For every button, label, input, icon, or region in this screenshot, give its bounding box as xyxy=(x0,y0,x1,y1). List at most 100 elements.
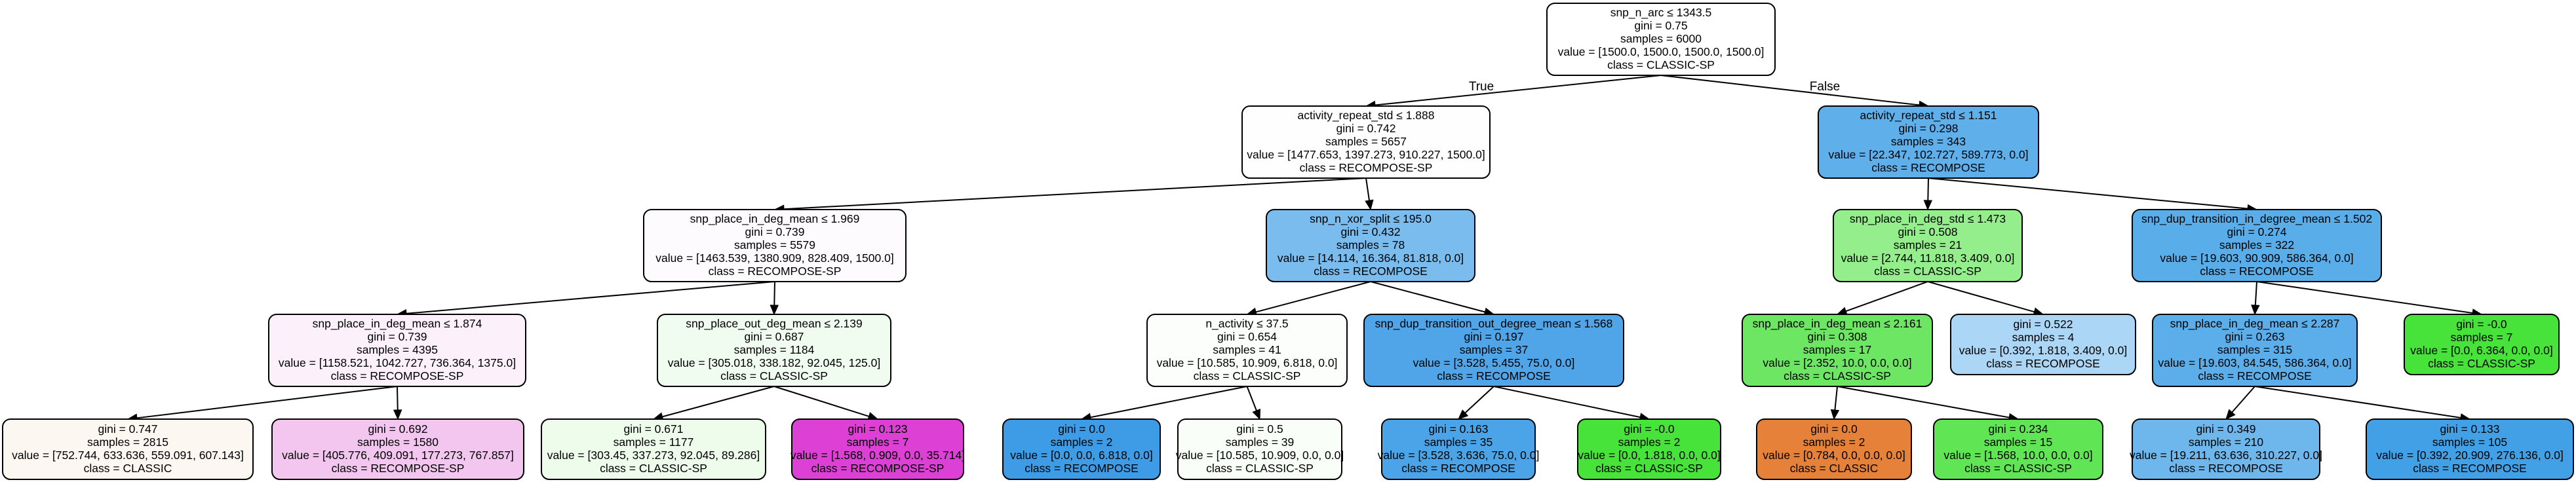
node-text-line: class = RECOMPOSE xyxy=(1025,462,1139,475)
tree-edge-n3-n4 xyxy=(127,386,398,422)
node-text-line: samples = 2 xyxy=(1803,436,1865,449)
node-text-line: value = [1500.0, 1500.0, 1500.0, 1500.0] xyxy=(1558,45,1765,58)
tree-edge-n3-n5 xyxy=(393,386,402,420)
node-text-line: activity_repeat_std ≤ 1.888 xyxy=(1297,109,1434,122)
node-text-line: value = [19.603, 90.909, 586.364, 0.0] xyxy=(2160,251,2353,265)
arrowhead-icon xyxy=(1830,409,1840,420)
node-text-line: samples = 6000 xyxy=(1620,32,1702,45)
node-text-line: samples = 21 xyxy=(1894,238,1962,251)
edge-line xyxy=(1370,281,1485,313)
node-box xyxy=(1933,418,2103,480)
tree-edge-n18-n19 xyxy=(1830,386,1840,420)
node-text-line: class = RECOMPOSE-SP xyxy=(332,462,465,475)
node-text-line: gini = 0.692 xyxy=(368,422,428,436)
edge-line xyxy=(136,386,398,419)
node-box xyxy=(2,418,254,480)
edge-line xyxy=(2254,281,2257,306)
node-text-line: gini = 0.263 xyxy=(2225,330,2285,343)
node-text-line: samples = 343 xyxy=(1891,135,1966,148)
node-text-line: gini = 0.432 xyxy=(1341,225,1401,238)
tree-edge-n13-n14 xyxy=(1458,386,1494,420)
node-text-line: class = CLASSIC-SP xyxy=(1194,369,1301,382)
node-text-line: samples = 7 xyxy=(2451,331,2513,344)
node-text-line: n_activity ≤ 37.5 xyxy=(1205,317,1288,331)
node-text-line: gini = 0.671 xyxy=(624,422,684,436)
edge-line xyxy=(1660,75,1920,106)
arrowhead-icon xyxy=(1365,199,1374,211)
node-text-line: value = [0.0, 1.818, 0.0, 0.0] xyxy=(1578,449,1720,462)
tree-edge-n6-n7 xyxy=(652,386,775,421)
node-box xyxy=(271,418,524,480)
node-text-line: gini = -0.0 xyxy=(2456,318,2507,331)
node-text-line: gini = 0.308 xyxy=(1808,330,1867,343)
edge-line xyxy=(773,281,775,306)
node-text-line: class = CLASSIC xyxy=(1790,462,1879,475)
tree-edge-n9-n10 xyxy=(1246,281,1371,316)
tree-edge-n6-n8 xyxy=(773,386,879,421)
node-text-line: class = CLASSIC-SP xyxy=(1874,265,1981,278)
arrowhead-icon xyxy=(2225,409,2236,420)
node-text-line: gini = 0.197 xyxy=(1464,330,1524,343)
edge-line xyxy=(1837,386,2010,418)
node-text-line: value = [0.0, 6.364, 0.0, 0.0] xyxy=(2410,344,2552,357)
tree-node-n13: snp_dup_transition_out_degree_mean ≤ 1.5… xyxy=(1363,314,1624,387)
node-text-line: class = RECOMPOSE xyxy=(2413,462,2527,475)
node-box xyxy=(1742,314,1933,387)
node-box xyxy=(1241,105,1491,179)
node-text-line: samples = 1184 xyxy=(734,343,815,356)
node-text-line: samples = 4395 xyxy=(357,343,438,356)
tree-edge-n0-n1: True xyxy=(1365,75,1662,110)
edge-line xyxy=(2256,281,2473,314)
edge-line xyxy=(1928,177,2248,210)
node-text-line: class = RECOMPOSE xyxy=(1437,369,1551,382)
node-text-line: class = RECOMPOSE xyxy=(2200,265,2314,278)
node-box xyxy=(2366,418,2574,480)
node-text-line: value = [22.347, 102.727, 589.773, 0.0] xyxy=(1828,148,2028,161)
node-text-line: samples = 39 xyxy=(1226,436,1295,449)
node-text-line: samples = 315 xyxy=(2217,343,2292,356)
node-text-line: gini = 0.133 xyxy=(2440,422,2500,436)
node-text-line: samples = 17 xyxy=(1803,343,1872,356)
node-text-line: value = [10.585, 10.909, 6.818, 0.0] xyxy=(1157,356,1338,369)
edge-line xyxy=(1255,281,1371,313)
edge-line xyxy=(406,281,775,314)
edge-line xyxy=(1464,386,1494,414)
tree-edge-n23-n24 xyxy=(2225,386,2255,420)
node-text-line: class = RECOMPOSE xyxy=(2169,462,2283,475)
node-text-line: gini = 0.274 xyxy=(2227,225,2287,238)
tree-edge-n9-n13 xyxy=(1370,281,1495,316)
edge-line xyxy=(1493,386,1641,418)
node-text-line: snp_place_in_deg_std ≤ 1.473 xyxy=(1850,212,2006,226)
edge-line xyxy=(397,386,399,411)
node-text-line: value = [1158.521, 1042.727, 736.364, 13… xyxy=(279,356,516,369)
node-text-line: samples = 2815 xyxy=(87,436,168,449)
tree-edge-n13-n15 xyxy=(1493,386,1650,422)
node-text-line: gini = 0.5 xyxy=(1236,422,1283,436)
edge-line xyxy=(2254,386,2461,418)
node-text-line: samples = 78 xyxy=(1337,238,1405,251)
node-text-line: value = [1.568, 0.909, 0.0, 35.714] xyxy=(790,449,965,462)
node-text-line: samples = 1177 xyxy=(614,436,694,449)
node-text-line: class = RECOMPOSE xyxy=(2198,369,2312,382)
node-text-line: gini = 0.163 xyxy=(1429,422,1489,436)
node-text-line: gini = 0.298 xyxy=(1899,122,1959,135)
node-text-line: value = [14.114, 16.364, 81.818, 0.0] xyxy=(1278,251,1464,265)
node-box xyxy=(1266,209,1475,282)
node-box xyxy=(1146,314,1348,387)
edge-label-false: False xyxy=(1810,80,1840,94)
tree-edge-n22-n26 xyxy=(2256,281,2483,318)
